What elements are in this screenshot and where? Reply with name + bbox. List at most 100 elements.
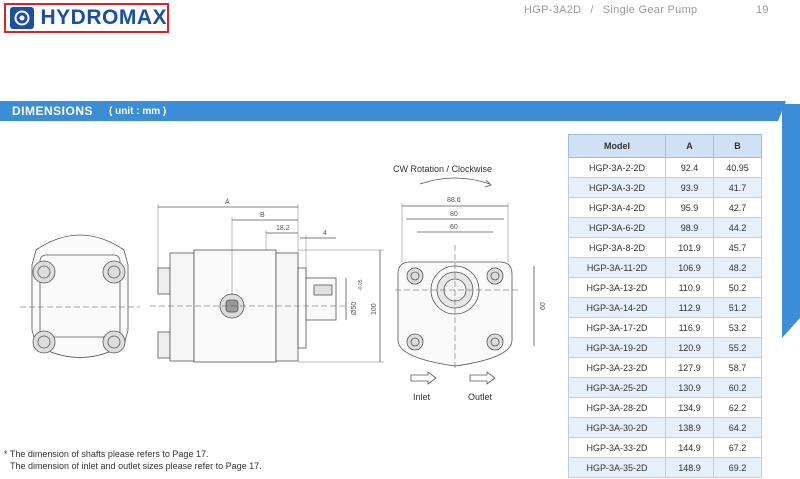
dim-100-label: 100 [371,303,378,315]
dim-88-label: 88.6 [447,197,461,204]
dim-60v-label: 60 [540,302,547,310]
hydromax-logo-icon [10,7,35,29]
cell-b: 42.7 [713,197,762,218]
table-header-row: Model A B [568,134,762,158]
cell-model: HGP-3A-6-2D [568,217,666,238]
dim-18-label: 18.2 [276,225,290,232]
section-title: DIMENSIONS [12,104,94,118]
cell-a: 148.9 [665,457,714,478]
dim-shaft-tol-label: -0.05 [358,279,364,291]
cell-model: HGP-3A-4-2D [568,197,666,218]
cell-model: HGP-3A-3-2D [568,177,666,198]
cell-model: HGP-3A-17-2D [568,317,666,338]
cell-b: 51.2 [713,297,762,318]
rotation-label: CW Rotation / Clockwise [393,164,492,174]
cell-a: 106.9 [665,257,714,278]
outlet-label: Outlet [468,392,493,402]
side-tab-tip [782,318,800,338]
cell-a: 101.9 [665,237,714,258]
dim-80-label: 80 [450,211,458,218]
brand-logo: HYDROMAX [4,3,169,33]
cell-model: HGP-3A-19-2D [568,337,666,358]
cell-a: 130.9 [665,377,714,398]
cell-a: 127.9 [665,357,714,378]
header-model: HGP-3A2D [524,4,582,16]
cell-a: 112.9 [665,297,714,318]
cell-b: 62.2 [713,397,762,418]
dim-4-label: 4 [323,230,327,237]
dim-shaft-label: Ø50 [351,302,358,315]
header-subtitle: Single Gear Pump [602,4,698,16]
cell-b: 67.2 [713,437,762,458]
cell-b: 55.2 [713,337,762,358]
page-header: HGP-3A2D / Single Gear Pump 19 [524,4,769,16]
cell-model: HGP-3A-8-2D [568,237,666,258]
cell-a: 95.9 [665,197,714,218]
col-model-header: Model [568,134,666,158]
cell-model: HGP-3A-30-2D [568,417,666,438]
section-unit: ( unit : mm ) [109,105,167,117]
cell-a: 110.9 [665,277,714,298]
pump-drawing: A B 18.2 4 100 Ø50 -0.05 88.6 80 60 60 C… [20,164,547,402]
cell-b: 64.2 [713,417,762,438]
dim-a-label: A [225,199,230,206]
side-view [150,204,384,363]
cell-model: HGP-3A-11-2D [568,257,666,278]
dim-60h-label: 60 [450,224,458,231]
cell-b: 45.7 [713,237,762,258]
footnotes: * The dimension of shafts please refers … [4,448,262,472]
cell-a: 120.9 [665,337,714,358]
cell-a: 92.4 [665,157,714,178]
side-tab [782,104,800,318]
col-b-header: B [713,134,762,158]
cell-model: HGP-3A-35-2D [568,457,666,478]
front-view [395,177,535,385]
cell-a: 98.9 [665,217,714,238]
cell-a: 138.9 [665,417,714,438]
cell-b: 53.2 [713,317,762,338]
cell-model: HGP-3A-25-2D [568,377,666,398]
cell-a: 144.9 [665,437,714,458]
cell-b: 50.2 [713,277,762,298]
col-a-header: A [665,134,714,158]
header-separator: / [590,4,594,16]
logo-text: HYDROMAX [40,6,167,29]
inlet-label: Inlet [413,392,431,402]
cell-b: 69.2 [713,457,762,478]
rear-view [20,234,140,358]
cell-b: 58.7 [713,357,762,378]
footnote-shafts: * The dimension of shafts please refers … [4,449,209,459]
cell-model: HGP-3A-2-2D [568,157,666,178]
cell-b: 41.7 [713,177,762,198]
cell-b: 44.2 [713,217,762,238]
cell-model: HGP-3A-33-2D [568,437,666,458]
footnote-ports: The dimension of inlet and outlet sizes … [10,461,262,471]
page-number: 19 [756,4,769,16]
cell-b: 40.95 [713,157,762,178]
section-band: DIMENSIONS ( unit : mm ) [0,101,778,121]
cell-b: 60.2 [713,377,762,398]
cell-model: HGP-3A-14-2D [568,297,666,318]
cell-a: 116.9 [665,317,714,338]
cell-model: HGP-3A-13-2D [568,277,666,298]
cell-a: 134.9 [665,397,714,418]
cell-a: 93.9 [665,177,714,198]
cell-b: 48.2 [713,257,762,278]
dim-b-label: B [260,212,265,219]
